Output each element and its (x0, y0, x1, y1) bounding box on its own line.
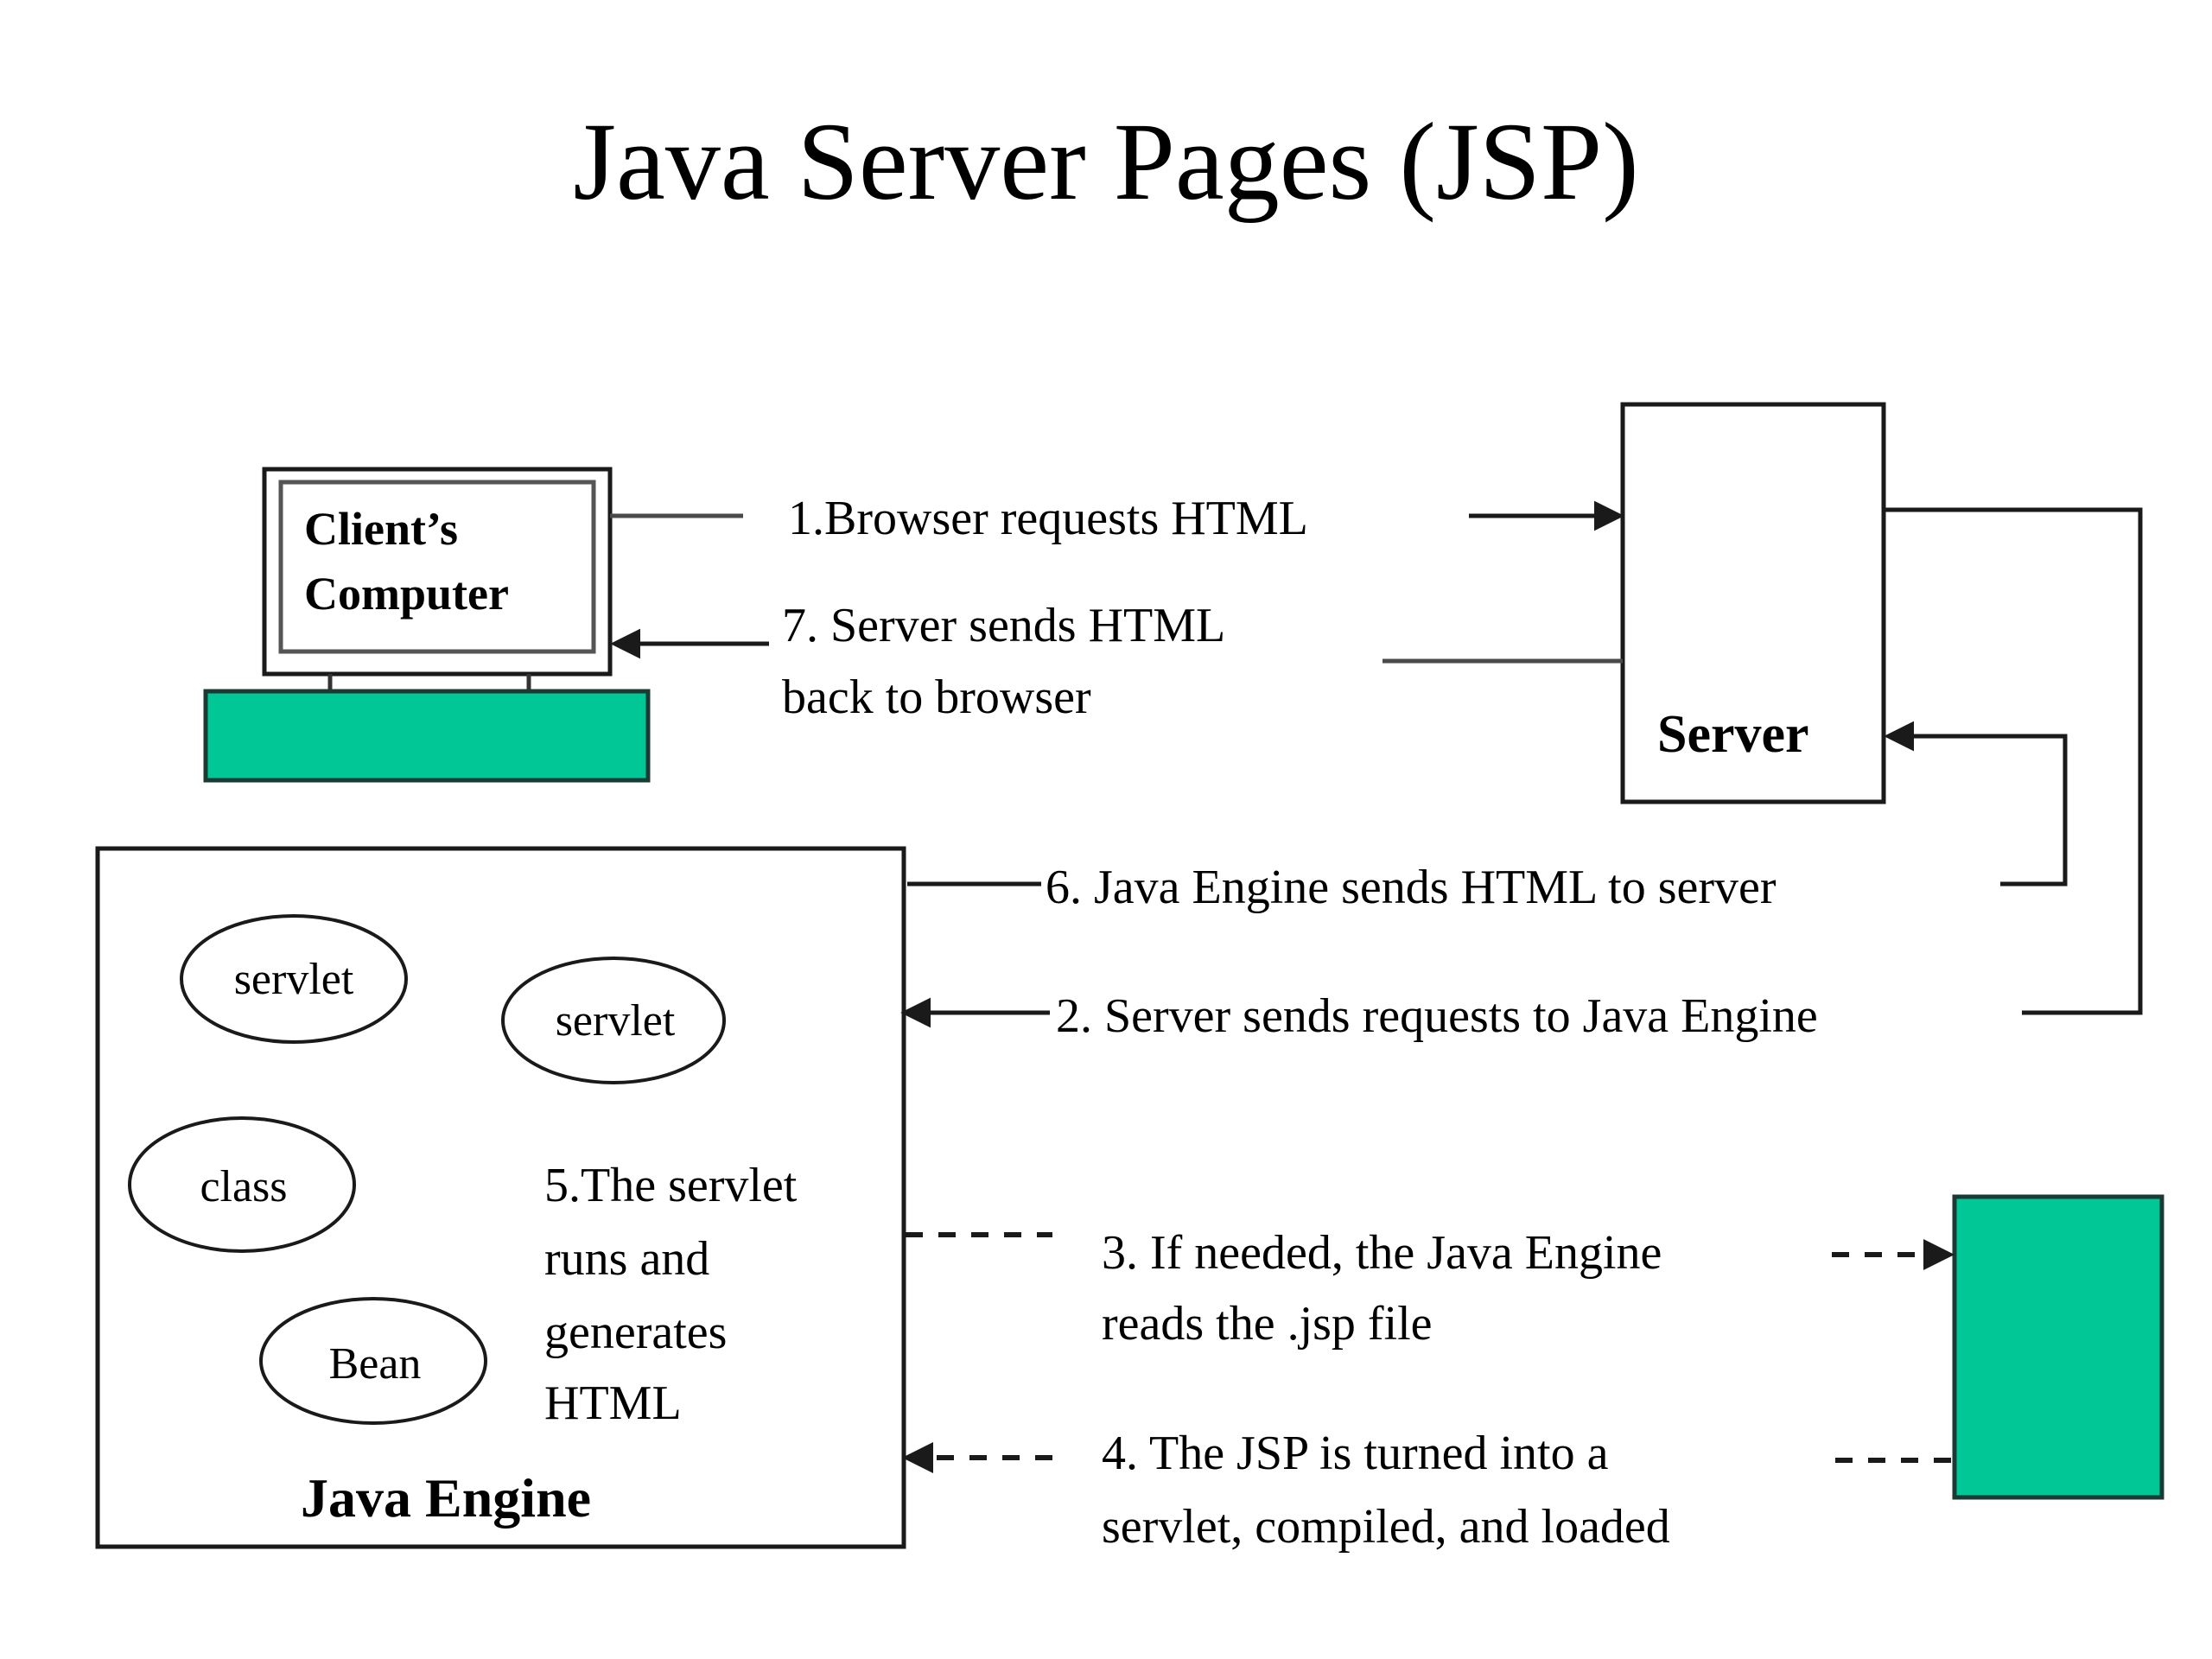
monitor-screen (278, 480, 596, 654)
oval-bean-label: Bean (329, 1339, 422, 1389)
engine-note-line1: 5.The servlet (544, 1159, 798, 1212)
connector-step-3 (906, 1232, 1955, 1270)
step-4-label-line2: servlet, compiled, and loaded (1102, 1500, 1670, 1554)
oval-servlet-2-label: servlet (556, 996, 676, 1046)
engine-note-line3: generates (544, 1306, 727, 1359)
oval-servlet-2 (501, 957, 726, 1084)
step-4-label-line1: 4. The JSP is turned into a (1102, 1427, 1609, 1480)
engine-note-line4: HTML (544, 1376, 682, 1430)
step-6-label-line1: 6. Java Engine sends HTML to server (1046, 861, 1777, 914)
client-label-line2: Computer (304, 568, 509, 620)
server-node: Server (1620, 402, 1886, 804)
java-engine-label: Java Engine (301, 1467, 591, 1529)
oval-class (128, 1116, 356, 1253)
connector-step-4 (902, 1442, 1951, 1473)
step-7-label-line2: back to browser (782, 671, 1091, 724)
java-engine-node: servlet servlet class Bean 5.The servlet… (95, 846, 906, 1549)
connector-step-6 (907, 721, 2068, 887)
step-2-label-line1: 2. Server sends requests to Java Engine (1056, 989, 1818, 1043)
connector-step-7 (610, 628, 1623, 664)
oval-servlet-1-label: servlet (234, 955, 354, 1004)
step-3-label-line2: reads the .jsp file (1102, 1297, 1433, 1351)
client-keyboard (203, 689, 651, 783)
step-1-label-line1: 1.Browser requests HTML (788, 492, 1308, 545)
step-7-label-line1: 7. Server sends HTML (782, 599, 1225, 652)
jsp-file-box (1952, 1194, 2164, 1500)
oval-bean (259, 1297, 487, 1425)
oval-servlet-1 (180, 914, 408, 1044)
client-computer-node: Client’s Computer (203, 467, 651, 783)
page-title: Java Server Pages (JSP) (573, 100, 1639, 223)
server-label: Server (1657, 705, 1809, 764)
oval-class-label: class (200, 1162, 287, 1211)
client-label-line1: Client’s (304, 503, 458, 555)
connector-step-6-route (1884, 721, 2068, 887)
engine-note-line2: runs and (544, 1232, 709, 1286)
connector-step-2 (900, 507, 2143, 1028)
server-box (1620, 402, 1886, 804)
connector-step-2-route (1885, 507, 2143, 1015)
jsp-file-node (1952, 1194, 2164, 1500)
step-3-label-line1: 3. If needed, the Java Engine (1102, 1226, 1662, 1280)
